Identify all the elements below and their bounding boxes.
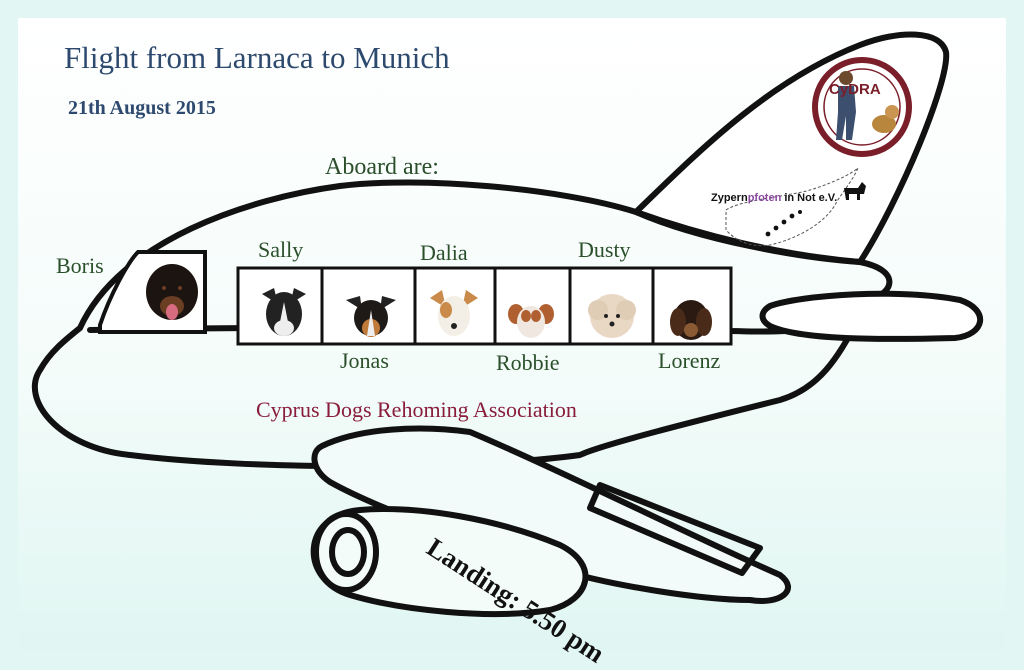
dog-name-lorenz: Lorenz (658, 348, 721, 373)
zypernpfoten-text-c: in Not e.V. (781, 192, 838, 204)
cydra-logo-text: CyDRA (829, 81, 881, 98)
dog-photo-dusty (584, 288, 640, 342)
zypernpfoten-text-b: pfoten (747, 192, 782, 204)
page-title: Flight from Larnaca to Munich (64, 40, 450, 75)
zypernpfoten-logo-text: Zypernpfoten in Not e.V. (711, 192, 837, 204)
engine-intake-inner (329, 527, 367, 577)
zypernpfoten-text-a: Zypern (711, 192, 748, 204)
dog-name-boris: Boris (56, 253, 104, 278)
dog-photo-sally (256, 282, 312, 342)
engine-intake (313, 511, 379, 593)
dog-photo-robbie (506, 296, 556, 342)
stabilizer (759, 290, 983, 342)
flight-date: 21th August 2015 (68, 97, 216, 119)
aboard-label: Aboard are: (325, 154, 439, 180)
dog-photo-dalia (428, 288, 480, 342)
association-name: Cyprus Dogs Rehoming Association (256, 397, 577, 422)
dog-photo-jonas (342, 292, 400, 342)
dog-photo-boris (142, 258, 202, 330)
dog-name-jonas: Jonas (340, 348, 389, 373)
dog-name-sally: Sally (258, 237, 304, 262)
dog-name-robbie: Robbie (496, 350, 560, 375)
wing (311, 425, 791, 604)
dog-name-dalia: Dalia (420, 240, 468, 265)
dog-name-dusty: Dusty (578, 237, 631, 262)
cydra-logo (812, 57, 912, 157)
wing-flap (587, 482, 763, 576)
dog-photo-lorenz (666, 294, 716, 342)
zypernpfoten-logo (725, 167, 866, 247)
window-strip (236, 266, 733, 346)
